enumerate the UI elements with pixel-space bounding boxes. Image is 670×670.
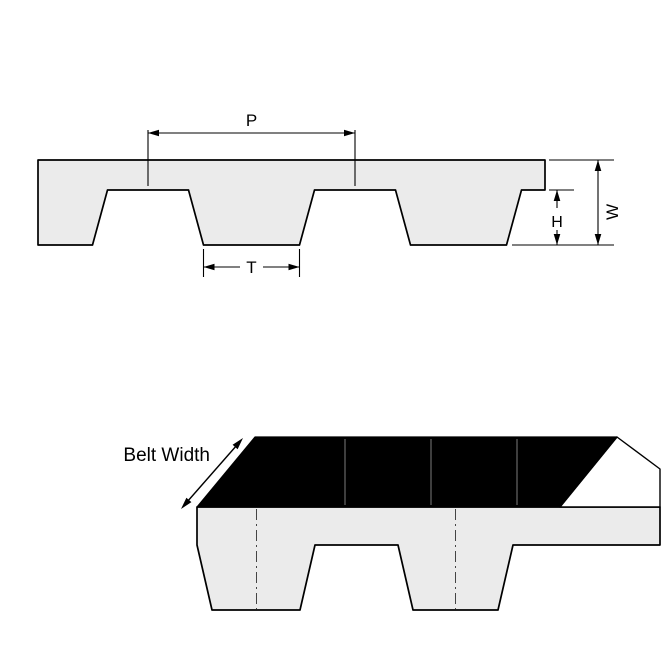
tooth-width-arrowhead-left bbox=[203, 263, 215, 271]
dimension-tooth-height: H bbox=[549, 189, 574, 245]
tooth-width-arrowhead-right bbox=[288, 263, 300, 271]
pitch-arrowhead-left bbox=[148, 129, 159, 137]
iso-view: Belt Width bbox=[123, 436, 661, 611]
belt-width-arrowhead-bottom bbox=[181, 497, 192, 509]
tooth-height-label: H bbox=[551, 214, 563, 231]
belt-thickness-label: W bbox=[603, 204, 622, 220]
thickness-arrowhead-top bbox=[594, 160, 602, 171]
belt-width-dimension: Belt Width bbox=[123, 438, 243, 509]
dimension-pitch: P bbox=[147, 111, 356, 186]
belt-profile-shape bbox=[37, 159, 546, 246]
dimension-tooth-width: T bbox=[202, 249, 301, 277]
tooth-height-arrowhead-bottom bbox=[553, 234, 561, 245]
cross-section-view: P T H W bbox=[37, 111, 622, 277]
pitch-label: P bbox=[246, 111, 257, 130]
belt-front-face bbox=[196, 506, 661, 611]
dimension-belt-thickness: W bbox=[512, 159, 622, 246]
belt-width-label: Belt Width bbox=[123, 445, 210, 466]
tooth-height-arrowhead-top bbox=[553, 190, 561, 201]
belt-top-face bbox=[196, 436, 618, 508]
thickness-arrowhead-bottom bbox=[594, 234, 602, 245]
tooth-width-label: T bbox=[246, 258, 256, 277]
pitch-arrowhead-right bbox=[344, 129, 355, 137]
belt-width-arrowhead-top bbox=[232, 438, 243, 450]
belt-width-arrow-line bbox=[186, 444, 238, 503]
